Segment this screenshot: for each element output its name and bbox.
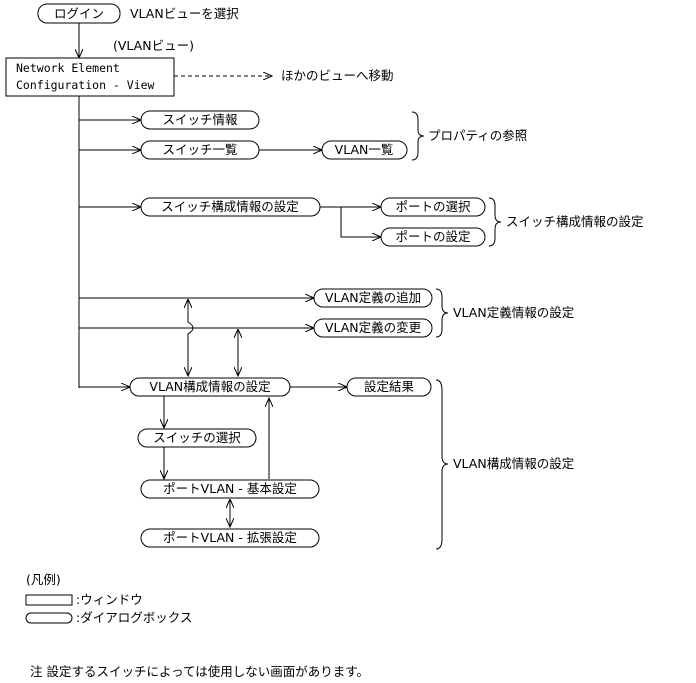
port-select-label: ポートの選択	[395, 199, 471, 214]
vlan-def-add-window	[313, 288, 433, 308]
setting-result-label: 設定結果	[364, 379, 415, 394]
legend-dialog-text: :ダイアログボックス	[76, 610, 192, 625]
arrow-to-port-setting	[340, 207, 381, 237]
switch-select-window	[137, 428, 257, 448]
brace-vlan-config	[435, 379, 449, 550]
switch-info-label: スイッチ情報	[162, 112, 238, 127]
setting-result-dialog	[346, 377, 432, 397]
note-text: 注 設定するスイッチによっては使用しない画面があります。	[30, 664, 369, 679]
port-select-window	[380, 197, 486, 217]
port-vlan-basic-window	[140, 479, 320, 499]
legend-dialog-symbol	[25, 612, 73, 624]
vlan-def-change-label: VLAN定義の変更	[325, 320, 422, 335]
switch-select-label: スイッチの選択	[153, 430, 241, 445]
vlan-list-label: VLAN一覧	[335, 142, 394, 157]
ne-config-line2: Configuration - View	[16, 78, 155, 92]
vlan-config-setting-label: VLAN構成情報の設定	[149, 379, 270, 394]
port-setting-window	[380, 227, 486, 247]
vlan-def-setting-text: VLAN定義情報の設定	[453, 305, 574, 320]
switch-list-label: スイッチ一覧	[162, 142, 237, 157]
vlan-config-setting-text: VLAN構成情報の設定	[453, 456, 574, 471]
vlan-def-change-window	[313, 318, 433, 338]
port-vlan-basic-label: ポートVLAN - 基本設定	[163, 481, 297, 496]
switch-config-setting-label-right: スイッチ構成情報の設定	[506, 214, 644, 229]
port-setting-label: ポートの設定	[395, 229, 470, 244]
brace-vlan-def	[435, 288, 449, 338]
ne-config-line1: Network Element	[16, 61, 120, 75]
move-other-view-text: ほかのビューへ移動	[281, 68, 394, 83]
vlan-view-paren: (VLANビュー)	[113, 38, 194, 53]
property-ref-text: プロパティの参照	[428, 128, 527, 143]
legend-window-symbol	[25, 594, 73, 606]
switch-config-setting-label: スイッチ構成情報の設定	[161, 199, 299, 214]
port-vlan-ext-label: ポートVLAN - 拡張設定	[163, 530, 297, 545]
ne-config-view-box	[5, 57, 175, 97]
bidir-arrow-vlan-def-add	[188, 300, 194, 376]
vlan-def-add-label: VLAN定義の追加	[325, 290, 421, 305]
legend-title: (凡例)	[26, 572, 61, 587]
brace-property-ref	[411, 111, 425, 161]
switch-info-dialog	[140, 110, 260, 130]
legend-window-text: :ウィンドウ	[76, 592, 143, 607]
select-vlan-view-text: VLANビューを選択	[130, 6, 239, 21]
brace-switch-config	[488, 197, 502, 247]
vlan-list-dialog	[321, 140, 408, 160]
login-label: ログイン	[54, 6, 104, 21]
port-vlan-ext-window	[140, 528, 320, 548]
